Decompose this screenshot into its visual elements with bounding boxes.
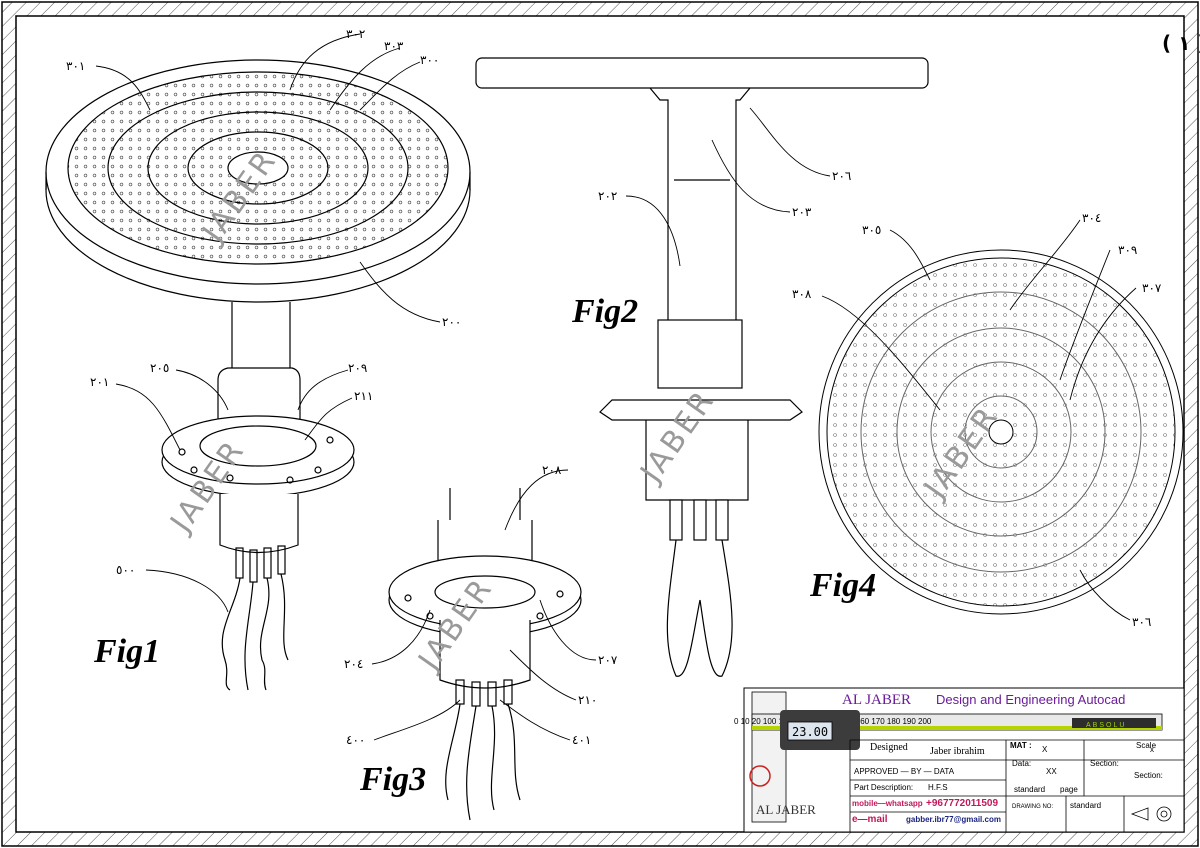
data-value: XX <box>1046 767 1057 776</box>
fig4-label: Fig4 <box>809 567 876 604</box>
fig3-drawing <box>388 488 582 821</box>
ref-204: ٢٠٤ <box>344 657 363 671</box>
section-label: Section: <box>1090 759 1119 768</box>
email-value: gabber.ibr77@gmail.com <box>906 815 1001 824</box>
page-label: page <box>1060 785 1078 794</box>
ref-301: ٣٠١ <box>66 59 85 73</box>
title-block-heading: AL JABER <box>842 692 911 708</box>
designed-label: Designed <box>870 742 908 753</box>
part-description-label: Part Description: <box>854 783 913 792</box>
scale-label: Scale <box>1136 741 1157 750</box>
scale-value: x <box>1150 745 1154 754</box>
ref-200: ٢٠٠ <box>442 315 461 329</box>
ref-302: ٣٠٢ <box>346 27 365 41</box>
ref-306: ٣٠٦ <box>1132 615 1151 629</box>
ref-300: ٣٠٠ <box>420 53 439 67</box>
caliper-readout: 23.00 <box>792 725 828 739</box>
company-name: AL JABER <box>756 802 816 817</box>
mobile-label: mobile—whatsapp <box>852 799 923 808</box>
standard-label: standard <box>1014 785 1045 794</box>
fig1-drawing <box>45 59 471 691</box>
ref-208: ٢٠٨ <box>542 463 562 477</box>
ref-211: ٢١١ <box>354 389 373 403</box>
standard-value: standard <box>1070 801 1101 810</box>
caliper-graphic: 0 10 20 100 110 120 130 140 150 160 170 … <box>734 691 1163 823</box>
ref-202: ٢٠٢ <box>598 189 617 203</box>
data-label: Data: <box>1012 759 1031 768</box>
title-block: AL JABER Design and Engineering Autocad … <box>734 687 1185 833</box>
mat-label: MAT : <box>1010 741 1032 750</box>
leader-lines <box>95 33 1137 741</box>
sheet-title: الشكل رقم ( ١ ) <box>1162 31 1200 55</box>
ref-309: ٣٠٩ <box>1118 243 1137 257</box>
ref-209: ٢٠٩ <box>348 361 367 375</box>
email-label: e—mail <box>852 814 888 825</box>
title-block-heading-sub: Design and Engineering Autocad <box>936 692 1125 707</box>
ref-206: ٢٠٦ <box>832 169 851 183</box>
ref-205: ٢٠٥ <box>150 361 169 375</box>
designer-name: Jaber ibrahim <box>930 746 985 757</box>
reference-labels: ٣٠١ ٣٠٢ ٣٠٣ ٣٠٠ ٢٠٠ ٢٠٥ ٢٠١ ٢٠٩ ٢١١ ٥٠٠ … <box>66 27 1162 747</box>
ref-308: ٣٠٨ <box>792 287 812 301</box>
drawing-no-label: DRAWING NO: <box>1012 804 1053 810</box>
part-description-value: H.F.S <box>928 783 948 792</box>
ref-203: ٢٠٣ <box>792 205 812 219</box>
ref-307: ٣٠٧ <box>1142 281 1162 295</box>
approved-label: APPROVED — BY — DATA <box>854 767 955 776</box>
fig3-label: Fig3 <box>359 761 426 798</box>
ref-303: ٣٠٣ <box>384 39 404 53</box>
fig2-drawing <box>475 57 929 677</box>
section-label-2: Section: <box>1134 771 1163 780</box>
ref-305: ٣٠٥ <box>862 223 881 237</box>
fig1-label: Fig1 <box>93 633 160 670</box>
gear-icon <box>749 765 771 787</box>
ref-500: ٥٠٠ <box>116 563 135 577</box>
ref-210: ٢١٠ <box>578 693 597 707</box>
ref-401: ٤٠١ <box>572 733 591 747</box>
ref-304: ٣٠٤ <box>1082 211 1101 225</box>
projection-symbol-icon <box>1130 806 1172 822</box>
mobile-value: +967772011509 <box>926 798 998 809</box>
mat-value: X <box>1042 745 1048 754</box>
ref-201: ٢٠١ <box>90 375 109 389</box>
fig2-label: Fig2 <box>571 293 638 330</box>
caliper-brand: ABSOLU <box>1086 722 1126 729</box>
ref-400: ٤٠٠ <box>346 733 365 747</box>
ref-207: ٢٠٧ <box>598 653 618 667</box>
fig4-drawing <box>818 249 1184 615</box>
